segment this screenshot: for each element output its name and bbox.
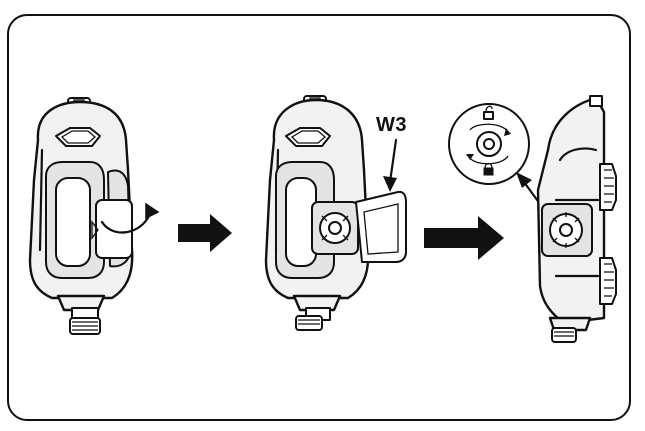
device-side-view	[448, 95, 617, 343]
part-label-w3: W3	[376, 114, 407, 136]
rotate-arrow-icon	[100, 212, 152, 234]
right-arrow-icon	[178, 214, 232, 252]
grip-window	[55, 177, 91, 267]
unlock-icon	[483, 105, 494, 120]
lock-icon	[483, 162, 494, 176]
opened-cover	[355, 190, 407, 263]
battery-cover	[95, 199, 133, 259]
right-arrow-icon	[424, 216, 504, 260]
device-open	[264, 95, 407, 331]
device-closed	[28, 97, 160, 335]
w3-pointer	[388, 138, 398, 184]
